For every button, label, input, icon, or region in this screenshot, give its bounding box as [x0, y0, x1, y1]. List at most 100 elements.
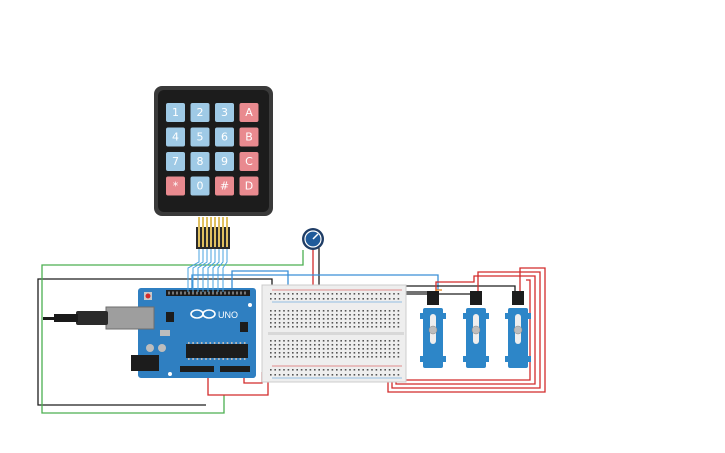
- wire-servo-red-bus-1[interactable]: [387, 267, 546, 393]
- breadboard-hole: [362, 344, 364, 346]
- keypad-key-4[interactable]: 4: [166, 127, 185, 147]
- breadboard-hole: [353, 293, 356, 295]
- header-pin: [196, 291, 198, 295]
- breadboard-hole: [274, 369, 276, 371]
- wire-green-signal-loop[interactable]: [41, 250, 304, 414]
- keypad-key-6[interactable]: 6: [215, 127, 234, 147]
- keypad-key-D[interactable]: D: [239, 176, 259, 196]
- keypad-key-A[interactable]: A: [239, 103, 259, 122]
- keypad-key-cap[interactable]: [239, 152, 259, 171]
- breadboard-hole: [380, 310, 382, 312]
- keypad-key-cap[interactable]: [166, 127, 185, 147]
- keypad-key-cap[interactable]: [190, 103, 210, 122]
- breadboard-hole: [314, 310, 316, 312]
- keypad-key-3[interactable]: 3: [215, 103, 234, 122]
- keypad-ribbon-wire[interactable]: [222, 249, 228, 292]
- breadboard-hole: [292, 314, 294, 316]
- keypad-key-8[interactable]: 8: [190, 152, 210, 171]
- breadboard-hole: [397, 318, 400, 320]
- servo-shaft: [428, 325, 438, 335]
- breadboard-hole: [322, 374, 325, 376]
- breadboard-hole: [380, 369, 382, 371]
- keypad-key-B[interactable]: B: [239, 127, 259, 147]
- breadboard-hole: [353, 340, 356, 342]
- keypad-ribbon-wire[interactable]: [192, 249, 204, 292]
- keypad-key-cap[interactable]: [190, 127, 210, 147]
- keypad-key-*[interactable]: *: [166, 176, 185, 196]
- breadboard-half[interactable]: [261, 284, 407, 383]
- breadboard-hole: [362, 310, 364, 312]
- keypad-key-cap[interactable]: [190, 176, 210, 196]
- keypad-key-#[interactable]: #: [215, 176, 234, 196]
- breadboard-channel: [268, 332, 404, 335]
- potentiometer[interactable]: [302, 228, 324, 250]
- wire-blue-signal-2[interactable]: [231, 270, 289, 292]
- keypad-key-cap[interactable]: [166, 152, 185, 171]
- wire-red-power[interactable]: [207, 370, 269, 396]
- breadboard-hole: [305, 326, 307, 328]
- servo-motor[interactable]: [463, 291, 489, 368]
- keypad-ribbon-wire[interactable]: [212, 249, 220, 292]
- chip-pin: [205, 342, 207, 344]
- breadboard-hole: [375, 322, 378, 324]
- breadboard-hole: [318, 310, 320, 312]
- analog-header[interactable]: [220, 366, 250, 372]
- breadboard-hole: [270, 340, 272, 342]
- breadboard-hole: [344, 348, 347, 350]
- keypad-ribbon-wires[interactable]: [187, 249, 228, 292]
- breadboard-hole: [283, 310, 285, 312]
- breadboard-hole: [296, 340, 298, 342]
- breadboard-hole: [314, 314, 316, 316]
- breadboard-hole: [358, 348, 360, 350]
- keypad-key-cap[interactable]: [239, 127, 259, 147]
- keypad-key-1[interactable]: 1: [166, 103, 185, 122]
- breadboard-hole: [393, 314, 395, 316]
- arduino-uno-board[interactable]: UNO: [43, 288, 256, 378]
- keypad-key-5[interactable]: 5: [190, 127, 210, 147]
- header-pin: [220, 291, 222, 295]
- keypad-key-0[interactable]: 0: [190, 176, 210, 196]
- keypad-key-cap[interactable]: [166, 103, 185, 122]
- keypad-key-cap[interactable]: [166, 176, 185, 196]
- breadboard-hole: [283, 369, 285, 371]
- keypad-key-cap[interactable]: [215, 127, 234, 147]
- servo-motor[interactable]: [420, 291, 446, 368]
- breadboard-hole: [384, 318, 386, 320]
- keypad-ribbon-wire[interactable]: [207, 249, 216, 292]
- wire-black-ground-loop[interactable]: [37, 278, 273, 406]
- keypad-key-9[interactable]: 9: [215, 152, 234, 171]
- breadboard-hole: [375, 340, 378, 342]
- breadboard-hole: [349, 314, 351, 316]
- breadboard-hole: [380, 314, 382, 316]
- breadboard-hole: [292, 344, 294, 346]
- keypad-ribbon-wire[interactable]: [187, 249, 200, 292]
- keypad-ribbon-wire[interactable]: [217, 249, 224, 292]
- wire-servo-red-bus-3[interactable]: [395, 275, 536, 385]
- breadboard-hole: [353, 298, 356, 300]
- keypad-key-label: B: [245, 131, 253, 144]
- keypad-key-cap[interactable]: [215, 176, 234, 196]
- keypad-key-cap[interactable]: [239, 176, 259, 196]
- breadboard-hole: [349, 348, 351, 350]
- keypad-key-cap[interactable]: [239, 103, 259, 122]
- breadboard-hole: [331, 310, 334, 312]
- keypad-key-7[interactable]: 7: [166, 152, 185, 171]
- servo-motor[interactable]: [505, 291, 531, 368]
- keypad-ribbon-wire[interactable]: [202, 249, 212, 292]
- breadboard-hole: [358, 374, 360, 376]
- keypad-key-cap[interactable]: [215, 103, 234, 122]
- breadboard-hole: [393, 356, 395, 358]
- keypad-key-cap[interactable]: [190, 152, 210, 171]
- breadboard-hole: [388, 318, 391, 320]
- keypad-key-C[interactable]: C: [239, 152, 259, 171]
- breadboard-hole: [318, 374, 320, 376]
- keypad-ribbon-wire[interactable]: [197, 249, 208, 292]
- power-header[interactable]: [180, 366, 214, 372]
- reset-button-cap[interactable]: [145, 293, 151, 299]
- keypad-key-2[interactable]: 2: [190, 103, 210, 122]
- breadboard-hole: [300, 310, 303, 312]
- breadboard-hole: [305, 344, 307, 346]
- keypad-key-cap[interactable]: [215, 152, 234, 171]
